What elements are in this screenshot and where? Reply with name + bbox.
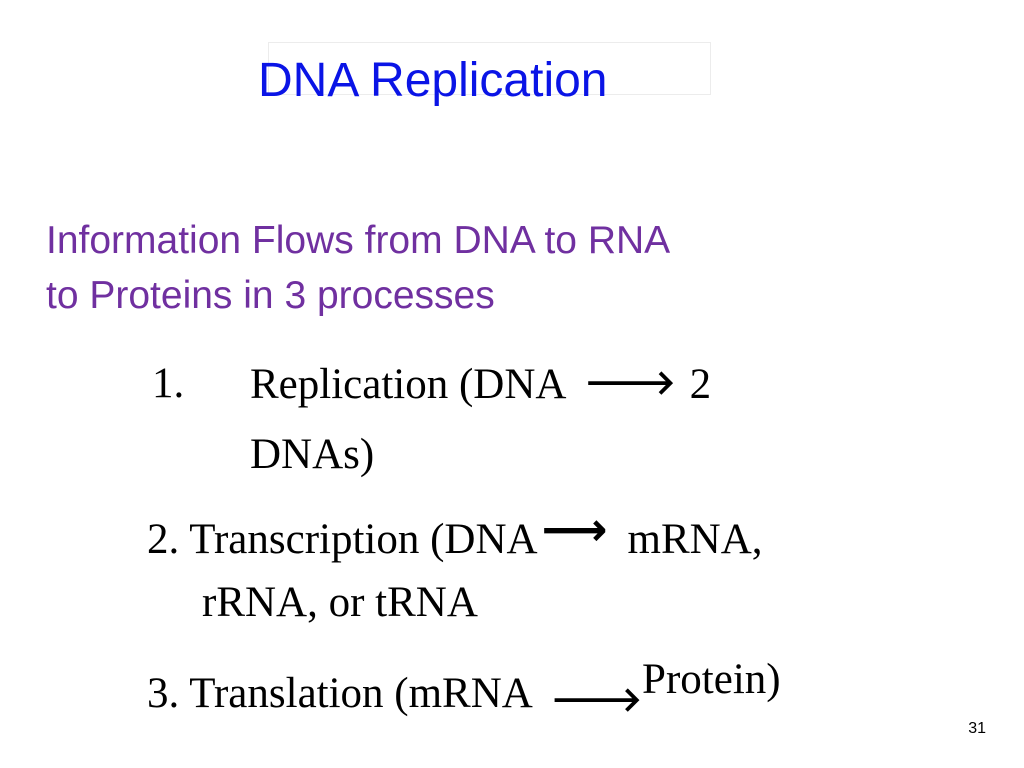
slide-title: DNA Replication (258, 54, 608, 107)
item-1-result: 2 (689, 361, 712, 408)
item-3-line-1: 3. Translation (mRNA 🡒Protein) (147, 643, 781, 737)
title-placeholder-box (268, 42, 711, 95)
subtitle-line-2: to Proteins in 3 processes (46, 274, 495, 317)
page-number: 31 (968, 720, 986, 737)
item-2-text: 2. Transcription (DNA (147, 516, 538, 563)
long-right-arrow-icon: ⟶ (541, 502, 608, 556)
item-1-line-1: Replication (DNA 🡒 2 (250, 347, 711, 421)
item-2-line-2: rRNA, or tRNA (202, 579, 478, 626)
item-1-line-2: DNAs) (250, 431, 375, 478)
subtitle-line-1: Information Flows from DNA to RNA (46, 219, 671, 262)
item-1-text: Replication (DNA (250, 361, 567, 408)
right-arrow-icon: 🡒 (550, 680, 643, 720)
item-1-number: 1. (152, 360, 185, 407)
slide-subtitle: Information Flows from DNA to RNA to Pro… (46, 213, 946, 323)
item-3-result: Protein) (642, 656, 781, 703)
item-2-line-1: 2. Transcription (DNA⟶ mRNA, (147, 493, 763, 576)
right-arrow-icon: 🡒 (584, 363, 676, 403)
item-2-result: mRNA, (627, 516, 763, 563)
item-3-text: 3. Translation (mRNA (147, 670, 533, 717)
